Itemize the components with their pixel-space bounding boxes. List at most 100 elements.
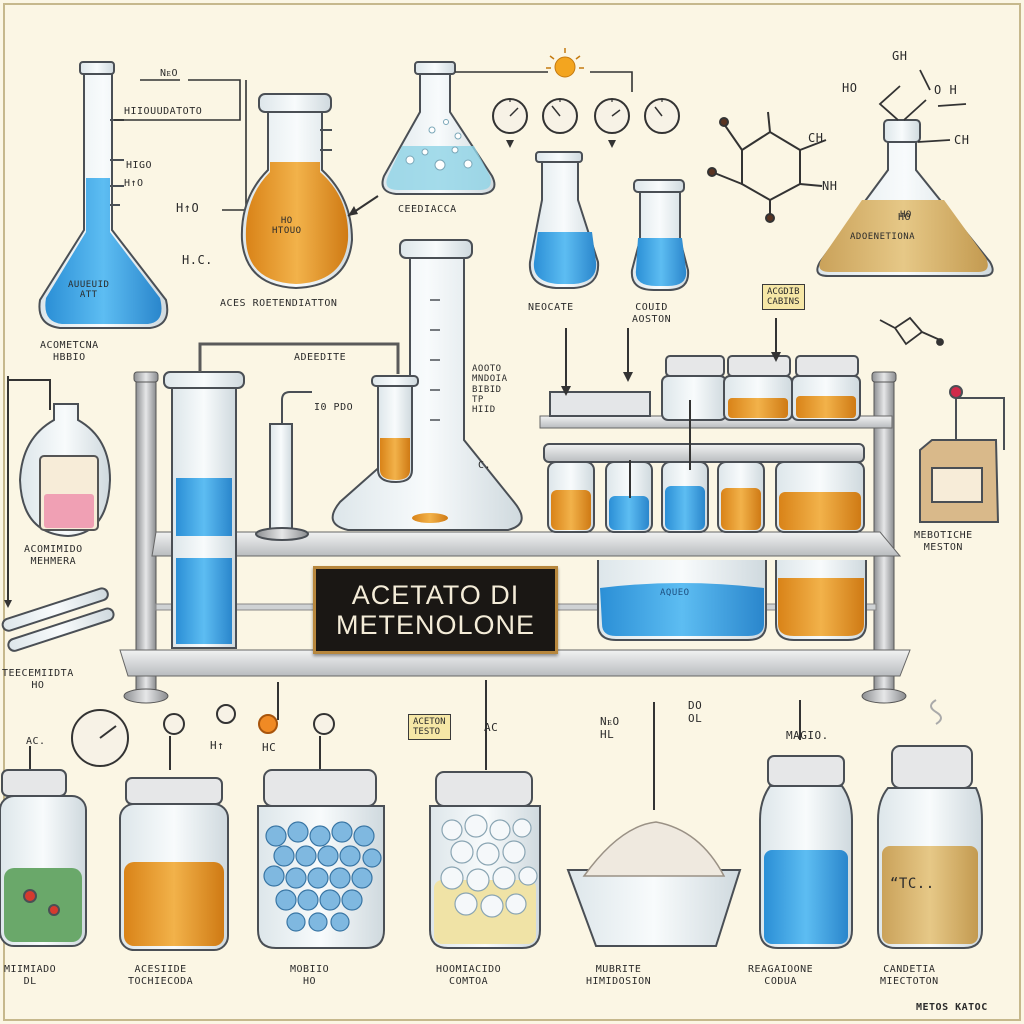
gauge-bottom-icon: [71, 704, 335, 767]
clear-beads: [440, 814, 538, 918]
jar-1: [0, 769, 87, 947]
gauge-ticks: [509, 99, 663, 102]
label-ionpo: I0 PDO: [314, 402, 354, 413]
label-ac-mid: AC: [484, 721, 499, 734]
beaker-orange-large: [775, 560, 867, 641]
blue-beads: [263, 821, 382, 932]
powder-bowl: [566, 821, 742, 947]
left-connector: [8, 379, 51, 410]
flask-round-left: [18, 403, 112, 538]
cylinder-blue-left: [163, 371, 245, 649]
label-chem-ch: CH: [808, 131, 824, 145]
flask-blue-tall: [630, 179, 690, 291]
molecule-structure: [707, 111, 827, 223]
arrows-middle: [565, 318, 777, 498]
label-chem-ch2: CH: [954, 133, 970, 147]
label-nodecate: NEOCATE: [528, 302, 574, 313]
cylinder-tall: [331, 239, 523, 531]
label-hc-small: HC: [262, 741, 277, 754]
bubbles: [405, 119, 473, 171]
beaker-blue-large: [597, 560, 767, 641]
test-tube-rack: [543, 391, 865, 533]
sun-icon: [546, 48, 584, 78]
arrowheads-middle: [561, 352, 781, 396]
flask-cone-right: [816, 119, 994, 277]
flask-bubbles: [381, 61, 496, 195]
bottle-right: [919, 385, 1005, 523]
label-formula-hio: H↑O: [124, 178, 144, 189]
page-border: [3, 3, 1021, 1021]
title-line-2: METENOLONE: [335, 610, 536, 640]
bottom-connectors: [29, 680, 801, 810]
tube-orange-inner: [371, 375, 419, 484]
label-tag-ho: HO: [898, 212, 912, 223]
label-ceediacca: CEEDIACCA: [398, 204, 457, 215]
label-cone-right-inner: HO: [900, 210, 912, 220]
label-tube-top: HIIOUUDATOTO: [124, 106, 203, 117]
arrowhead: [4, 600, 12, 608]
tube-small: [255, 391, 312, 541]
gauge-icon: [492, 98, 680, 134]
top-connector: [455, 71, 633, 92]
jar-2: [119, 777, 229, 951]
label-formula-hio2: HIGO: [126, 160, 153, 171]
pipe: [198, 342, 400, 374]
label-small-c: C.: [478, 460, 492, 471]
label-chem-oh: O H: [934, 83, 958, 97]
arrowhead: [348, 206, 358, 216]
molecule-lines-right: [878, 69, 967, 143]
arrowhead: [608, 140, 616, 148]
label-hc: H.C.: [182, 253, 213, 267]
label-jar6: “TC..: [890, 876, 935, 892]
flask-orange: [240, 93, 354, 290]
label-ac-left: AC.: [26, 736, 46, 747]
flask-left: [38, 61, 169, 329]
arrowhead: [506, 140, 514, 148]
bottle-orange: [877, 745, 983, 949]
gauge-needles: [509, 105, 663, 117]
label-magic: MAGIO.: [786, 729, 829, 742]
label-cone-right: ADOENETIONA: [850, 232, 916, 242]
steam-icon: [930, 699, 942, 725]
jars-top: [661, 355, 861, 421]
label-orange-flask: ACES ROETENDIATTON: [220, 298, 338, 309]
label-chem-gh: GH: [892, 49, 908, 63]
label-hi-mark: H↑: [210, 739, 225, 752]
label-formula-nio: NᴇO: [160, 68, 178, 79]
label-aqueous: AQUEO: [660, 588, 690, 598]
flask-blue-small: [528, 151, 600, 289]
orange-dot-icon: [258, 714, 278, 734]
thermometer-icon: [1, 587, 115, 652]
label-chem-ho: HO: [842, 81, 858, 95]
label-adendite: ADEEDITE: [294, 352, 347, 363]
label-hio-left: H↑O: [176, 201, 200, 215]
connector-lines-top-left: [114, 79, 247, 211]
bottle-blue: [759, 755, 853, 949]
molecule-small-right: [879, 316, 944, 346]
corner-text: METOS KATOC: [916, 1002, 988, 1013]
label-chem-nh: NH: [822, 179, 838, 193]
title-line-1: ACETATO DI: [351, 579, 520, 610]
